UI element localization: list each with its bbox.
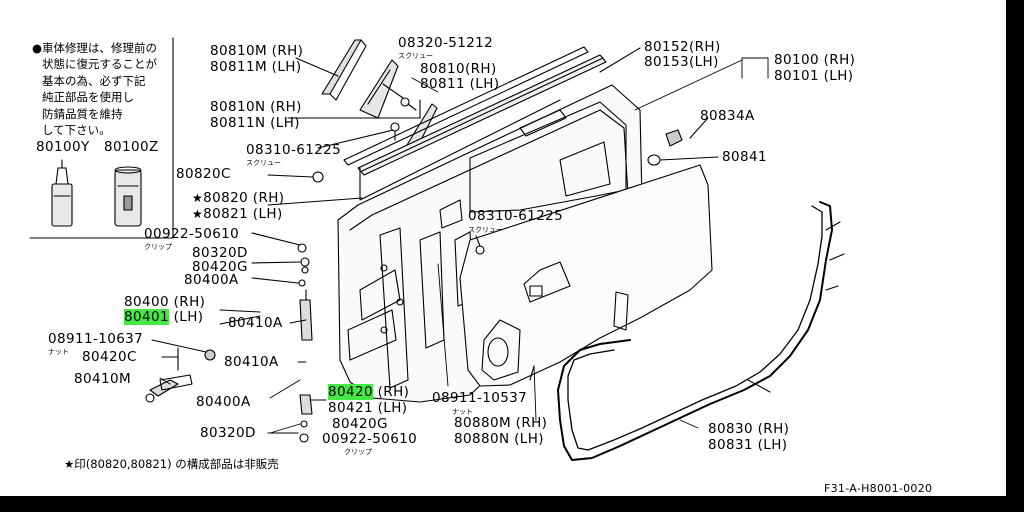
outer-weatherstrip: [343, 46, 641, 176]
star-mark: ★: [192, 191, 204, 205]
figure-code: F31-A-H8001-0020: [824, 482, 933, 495]
bolt-80834A: [665, 117, 709, 147]
nut-08911: [151, 339, 216, 361]
part-sublabel-00922-lower: クリップ: [344, 448, 372, 456]
part-label-80841[interactable]: 80841: [722, 149, 767, 165]
vent-window-frame: [295, 39, 367, 101]
part-label-80153[interactable]: 80153(LH): [644, 54, 719, 70]
part-label-08310-upper[interactable]: 08310-61225: [246, 142, 342, 158]
part-sublabel-08911-left: ナット: [48, 348, 69, 356]
part-label-08911-left[interactable]: 08911-10637: [48, 331, 144, 347]
part-label-80834A[interactable]: 80834A: [700, 108, 755, 124]
part-label-00922-upper[interactable]: 00922-50610: [144, 226, 240, 242]
part-label-80410A-lower[interactable]: 80410A: [224, 354, 279, 370]
note-line: ●車体修理は、修理前の: [32, 41, 158, 55]
part-label-80400A-lower[interactable]: 80400A: [196, 394, 251, 410]
part-label-80421[interactable]: 80421 (LH): [328, 400, 408, 416]
part-sublabel-08310-upper: スクリュー: [246, 159, 281, 167]
part-label-80810[interactable]: 80810(RH): [420, 61, 497, 77]
part-label-80821[interactable]: ★80821 (LH): [192, 207, 283, 222]
clip-00922: [251, 232, 310, 443]
note-line: して下さい。: [42, 123, 111, 138]
part-label-80810M[interactable]: 80810M (RH): [210, 43, 304, 59]
frame-right-border: [1006, 0, 1024, 512]
part-label-80820C[interactable]: 80820C: [176, 166, 231, 182]
part-label-08320[interactable]: 08320-51212: [398, 35, 494, 51]
door-exploded-diagram: [29, 37, 845, 461]
note-line: 純正部品を使用し: [42, 90, 134, 105]
leader-lines: [159, 57, 769, 434]
star-mark: ★: [192, 207, 204, 221]
part-label-80320D-upper[interactable]: 80320D: [192, 245, 248, 261]
part-label-80420G-lower[interactable]: 80420G: [332, 416, 388, 432]
sealant-tube-icon: [51, 159, 73, 227]
note-line: 防錆品質を維持: [42, 106, 123, 121]
part-label-80401[interactable]: 80401 (LH): [124, 309, 204, 325]
part-label-08310-lower[interactable]: 08310-61225: [468, 208, 564, 224]
note-box-outline: [29, 37, 174, 239]
screw-08320: [382, 83, 417, 111]
part-label-80420C[interactable]: 80420C: [82, 349, 137, 365]
part-label-80880M[interactable]: 80880M (RH): [454, 415, 548, 431]
part-label-80811N[interactable]: 80811N (LH): [210, 115, 300, 131]
part-label-80820[interactable]: ★80820 (RH): [192, 191, 284, 206]
part-label-80880N[interactable]: 80880N (LH): [454, 431, 544, 447]
screw-80820C: [267, 171, 324, 183]
part-label-08911-right[interactable]: 08911-10537: [432, 390, 528, 406]
part-label-80820-text: 80820 (RH): [203, 190, 285, 206]
part-label-80400A-upper[interactable]: 80400A: [184, 272, 239, 288]
sealant-can-icon: [114, 166, 142, 227]
part-label-80821-text: 80821 (LH): [203, 206, 283, 222]
part-sublabel-08911-right: ナット: [452, 408, 473, 416]
part-label-00922-lower[interactable]: 00922-50610: [322, 431, 418, 447]
part-label-80420G-upper[interactable]: 80420G: [192, 259, 248, 275]
corner-piece: [359, 59, 399, 119]
part-sublabel-08320: スクリュー: [398, 52, 433, 60]
part-label-80811[interactable]: 80811 (LH): [420, 76, 500, 92]
part-label-80420[interactable]: 80420 (RH): [328, 384, 410, 400]
part-label-80320D-lower[interactable]: 80320D: [200, 425, 256, 441]
part-label-80410M[interactable]: 80410M: [74, 371, 131, 387]
part-label-80831[interactable]: 80831 (LH): [708, 437, 788, 453]
part-sublabel-08310-lower: スクリュー: [468, 226, 503, 234]
door-weatherstrip: [557, 201, 845, 461]
part-label-80152[interactable]: 80152(RH): [644, 39, 721, 55]
repair-note: ●車体修理は、修理前の 状態に復元することが 基本の為、必ず下記 純正部品を使用…: [32, 40, 157, 138]
part-label-80101[interactable]: 80101 (LH): [774, 68, 854, 84]
door-trim-panel: [459, 164, 713, 387]
highlighted-part-number: 80420: [328, 384, 373, 400]
bolt-08310-lower: [475, 235, 485, 255]
part-label-80830[interactable]: 80830 (RH): [708, 421, 790, 437]
part-sublabel-00922-upper: クリップ: [144, 243, 172, 251]
frame-bottom-border: [0, 496, 1024, 512]
part-label-80420-suffix: (RH): [372, 384, 410, 400]
part-label-80400[interactable]: 80400 (RH): [124, 294, 206, 310]
part-label-80100Z[interactable]: 80100Z: [104, 139, 159, 155]
part-label-80810N[interactable]: 80810N (RH): [210, 99, 302, 115]
part-label-80410A-upper[interactable]: 80410A: [228, 315, 283, 331]
part-label-80100Y[interactable]: 80100Y: [36, 139, 90, 155]
plug-80841: [647, 154, 719, 166]
highlighted-part-number: 80401: [124, 309, 169, 325]
part-label-80100[interactable]: 80100 (RH): [774, 52, 856, 68]
upper-hinge: [299, 289, 313, 341]
note-line: 基本の為、必ず下記: [42, 73, 146, 88]
footnote: ★印(80820,80821) の構成部品は非販売: [64, 457, 279, 471]
part-label-80401-suffix: (LH): [168, 309, 204, 325]
lower-hinge: [145, 347, 313, 415]
note-line: 状態に復元することが: [42, 57, 157, 72]
part-label-80811M[interactable]: 80811M (LH): [210, 59, 302, 75]
glass-run-channel: [267, 99, 561, 206]
